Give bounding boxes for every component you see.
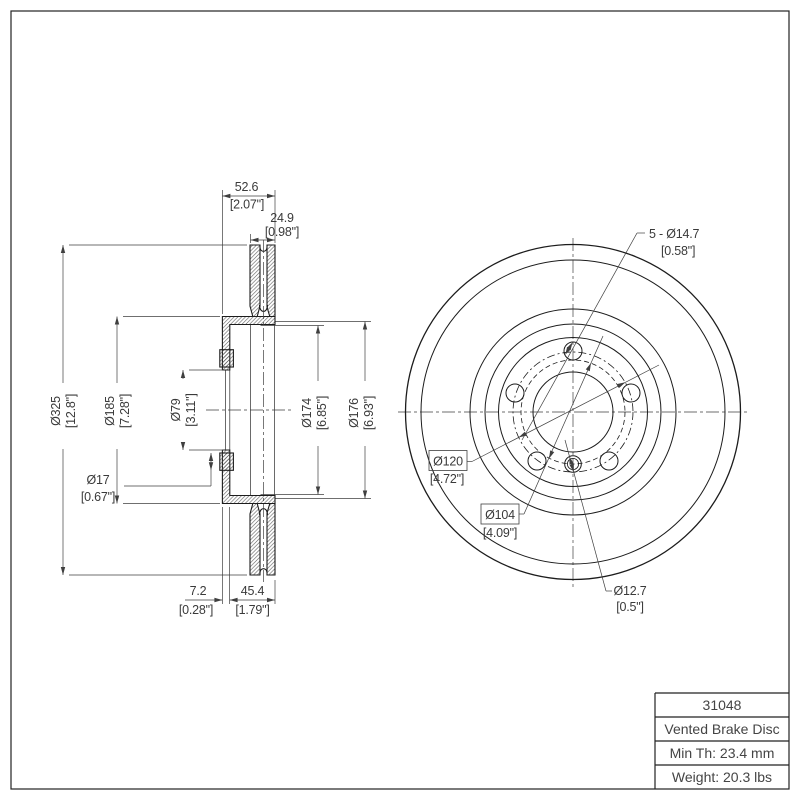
callout-bolt-holes: 5 - Ø14.7 [0.58"] (521, 227, 700, 441)
hat-step-circle (498, 337, 648, 487)
part-name: Vented Brake Disc (664, 721, 779, 737)
set-screw-hole (564, 455, 582, 473)
hat-flange-circle (484, 323, 662, 501)
dim-text: Ø79 (169, 398, 183, 421)
dim-text: [0.28"] (179, 603, 213, 617)
bolt-hole (505, 383, 525, 403)
rotor-plate-bottom-left (249, 502, 261, 576)
dim-text: Ø185 (103, 396, 117, 426)
bolt-hole (599, 451, 619, 471)
title-block: 31048 Vented Brake Disc Min Th: 23.4 mm … (654, 692, 789, 789)
rotor-plate-top-left (249, 244, 261, 318)
bolt-hole (563, 341, 583, 361)
dim-text: [0.5"] (616, 600, 644, 614)
dim-text: [6.93"] (362, 396, 376, 430)
rotor-plate-top-right (266, 244, 276, 318)
dim-text: [0.58"] (661, 244, 695, 258)
dim-step-diameter: Ø17 [0.67"] (81, 453, 214, 504)
dim-text: [1.79"] (235, 603, 269, 617)
page-border (10, 10, 790, 790)
dim-text: Ø120 (433, 455, 463, 469)
outer-diameter-circle (404, 243, 742, 581)
hat-step-top (219, 349, 234, 368)
dim-outer-diameter: Ø325 [12.8"] (49, 244, 247, 576)
min-thickness: Min Th: 23.4 mm (670, 745, 775, 761)
dim-text: [4.72"] (430, 472, 464, 486)
dim-overall-width: 52.6 [2.07"] (222, 180, 276, 314)
dim-rotor-thickness: 24.9 [0.98"] (250, 211, 299, 243)
dim-text: Ø17 (86, 473, 109, 487)
rotor-inner-circle (469, 308, 677, 516)
dim-text: 5 - Ø14.7 (649, 227, 700, 241)
bolt-circle (512, 351, 634, 473)
dim-text: Ø176 (347, 398, 361, 428)
dim-text: [2.07"] (230, 198, 264, 212)
callout-bolt-circle: Ø120 [4.72"] (428, 364, 660, 486)
braking-band-circle (420, 259, 726, 565)
dim-text: [0.67"] (81, 490, 115, 504)
dim-text: [6.85"] (315, 396, 329, 430)
callout-secondary-circle: Ø104 [4.09"] (480, 335, 604, 540)
dim-text: Ø12.7 (613, 584, 646, 598)
dim-text: [12.8"] (64, 394, 78, 428)
dim-center-bore: Ø79 [3.11"] (169, 369, 224, 451)
dim-text: Ø104 (485, 508, 515, 522)
bolt-hole (527, 451, 547, 471)
center-bore-circle (532, 371, 614, 453)
dim-text: 7.2 (190, 584, 207, 598)
dim-text: 24.9 (270, 211, 294, 225)
vent-cap-bottom-outer (259, 568, 268, 573)
weight: Weight: 20.3 lbs (672, 769, 772, 785)
dim-text: [0.98"] (265, 225, 299, 239)
hat-step-bottom (219, 452, 234, 471)
dim-text: [3.11"] (184, 393, 198, 426)
dim-text: 45.4 (241, 584, 265, 598)
section-view: 52.6 [2.07"] 24.9 [0.98"] Ø325 [12.8"] (49, 180, 376, 617)
dim-outer-braking-diameter: Ø176 [6.93"] (275, 321, 376, 499)
callout-set-screw-hole: Ø12.7 [0.5"] (564, 439, 647, 614)
dim-text: [4.09"] (483, 526, 517, 540)
part-number: 31048 (703, 697, 742, 713)
dim-hat-thickness-and-depth: 7.2 [0.28"] 45.4 [1.79"] (179, 507, 276, 617)
bolt-hole (621, 383, 641, 403)
dim-inner-braking-diameter: Ø174 [6.85"] (260, 325, 329, 495)
dim-hat-flange-diameter: Ø185 [7.28"] (103, 316, 220, 504)
dim-text: [7.28"] (118, 394, 132, 428)
dim-text: 52.6 (235, 180, 259, 194)
dim-text: Ø325 (49, 396, 63, 426)
front-view: 5 - Ø14.7 [0.58"] Ø120 [4.72"] Ø104 [4.0… (398, 227, 750, 614)
rotor-plate-bottom-right (266, 502, 276, 576)
dim-text: Ø174 (300, 398, 314, 428)
